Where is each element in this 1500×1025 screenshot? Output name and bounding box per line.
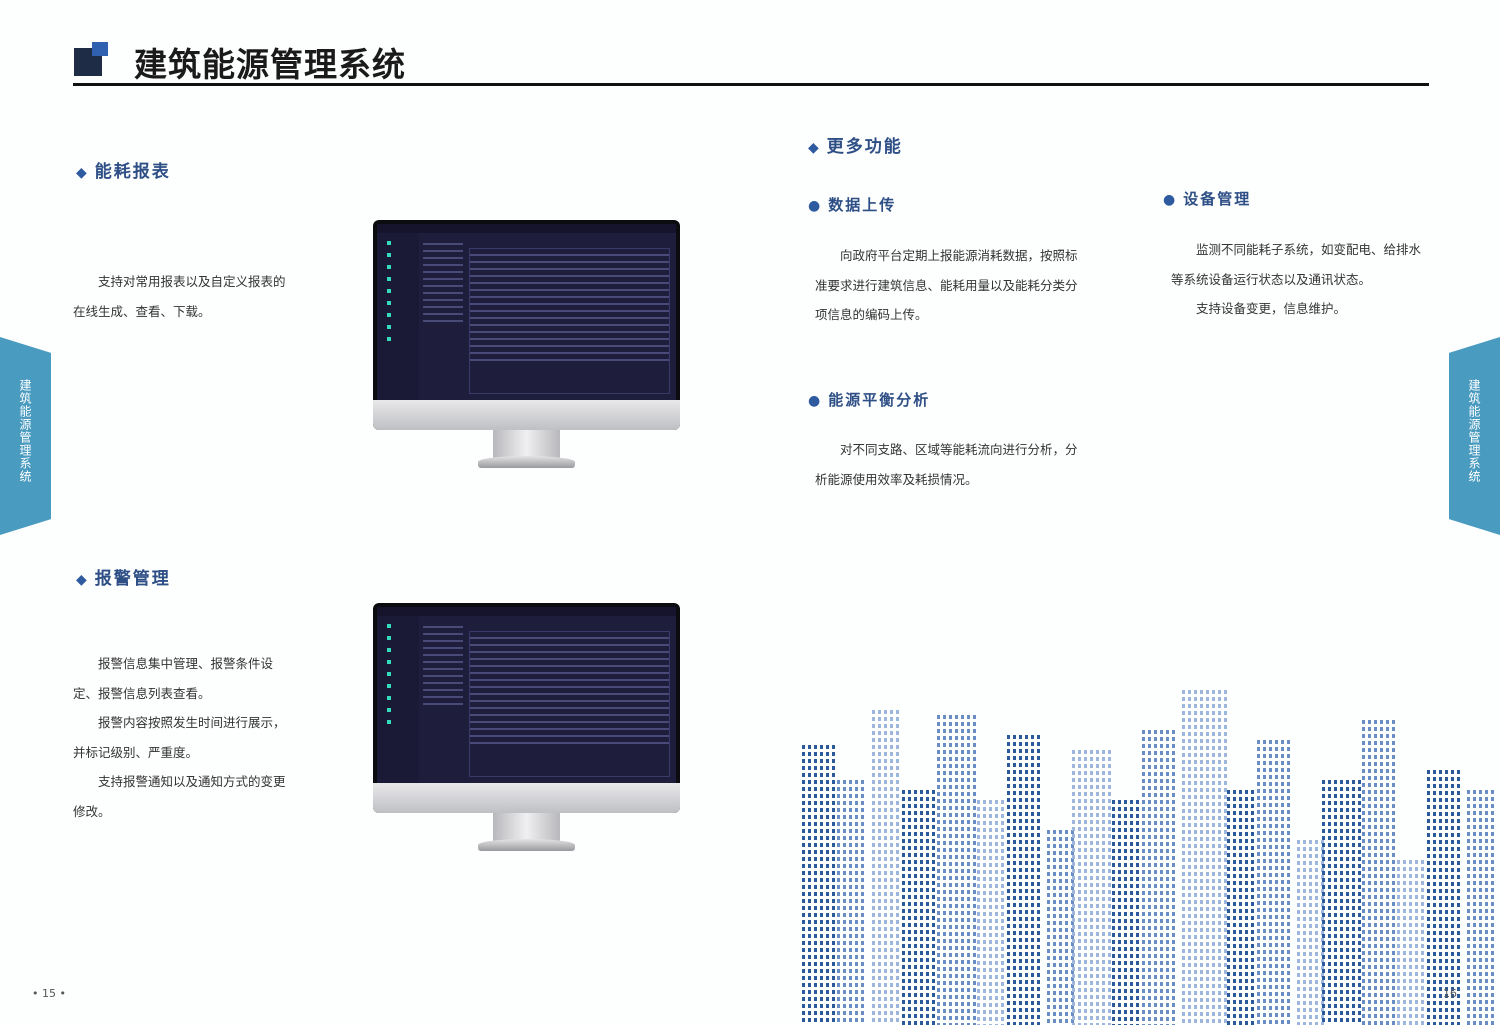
section-title: 设备管理 xyxy=(1183,190,1252,208)
paragraph-line: 准要求进行建筑信息、能耗用量以及能耗分类分 xyxy=(815,277,1078,293)
building xyxy=(1322,780,1361,1022)
section-title: 能源平衡分析 xyxy=(828,391,931,409)
paragraph-line: 等系统设备运行状态以及通讯状态。 xyxy=(1171,271,1372,287)
building xyxy=(837,780,864,1022)
paragraph-line: 定、报警信息列表查看。 xyxy=(73,685,211,701)
building xyxy=(977,800,1004,1025)
bullet-icon: ● xyxy=(808,198,823,214)
side-tab-left: 建筑能源管理系统 xyxy=(0,337,51,535)
paragraph-line: 项信息的编码上传。 xyxy=(815,307,928,322)
city-skyline-illustration xyxy=(802,690,1494,1025)
building xyxy=(1072,750,1111,1025)
section-alarm: ◆ 报警管理 xyxy=(76,564,171,589)
upload-text: 向政府平台定期上报能源消耗数据，按照标 准要求进行建筑信息、能耗用量以及能耗分类… xyxy=(815,241,1078,330)
building xyxy=(872,710,899,1022)
page-number-right: 16 xyxy=(1443,987,1457,1000)
paragraph-line: 支持报警通知以及通知方式的变更 xyxy=(98,774,286,789)
logo-icon xyxy=(74,42,110,76)
side-tab-label: 建筑能源管理系统 xyxy=(1467,379,1481,483)
paragraph-line: 并标记级别、严重度。 xyxy=(73,744,199,760)
page-title: 建筑能源管理系统 xyxy=(134,45,406,84)
section-energy-report: ◆ 能耗报表 xyxy=(76,157,171,182)
building xyxy=(802,745,835,1022)
building xyxy=(1427,770,1460,1025)
building xyxy=(1257,740,1290,1024)
section-more: ◆ 更多功能 xyxy=(808,132,903,157)
building xyxy=(937,715,976,1025)
title-divider xyxy=(73,83,1429,86)
section-title: 更多功能 xyxy=(826,137,903,157)
building xyxy=(1227,790,1254,1025)
building xyxy=(1397,860,1424,1025)
paragraph-line: 析能源使用效率及耗损情况。 xyxy=(815,471,978,487)
side-tab-label: 建筑能源管理系统 xyxy=(18,379,32,483)
diamond-icon: ◆ xyxy=(808,140,821,156)
section-title: 报警管理 xyxy=(94,569,171,589)
building xyxy=(1047,830,1074,1023)
paragraph-line: 报警信息集中管理、报警条件设 xyxy=(98,656,274,671)
energy-report-text: 支持对常用报表以及自定义报表的 在线生成、查看、下载。 xyxy=(73,267,286,326)
alarm-text: 报警信息集中管理、报警条件设 定、报警信息列表查看。 报警内容按照发生时间进行展… xyxy=(73,649,286,826)
paragraph-line: 支持设备变更，信息维护。 xyxy=(1196,301,1347,316)
paragraph-line: 修改。 xyxy=(73,803,111,819)
section-title: 能耗报表 xyxy=(94,162,171,182)
building xyxy=(1142,730,1175,1025)
building xyxy=(1297,840,1324,1025)
balance-text: 对不同支路、区域等能耗流向进行分析，分 析能源使用效率及耗损情况。 xyxy=(815,435,1078,494)
monitor-alarm-screenshot xyxy=(373,603,680,855)
section-device: ● 设备管理 xyxy=(1163,188,1251,209)
building xyxy=(1467,790,1494,1025)
diamond-icon: ◆ xyxy=(76,165,89,181)
building xyxy=(902,790,935,1025)
paragraph-line: 在线生成、查看、下载。 xyxy=(73,303,211,319)
paragraph-line: 对不同支路、区域等能耗流向进行分析，分 xyxy=(840,442,1078,457)
section-balance: ● 能源平衡分析 xyxy=(808,389,930,410)
monitor-report-screenshot xyxy=(373,220,680,472)
paragraph-line: 向政府平台定期上报能源消耗数据，按照标 xyxy=(840,248,1078,263)
paragraph-line: 报警内容按照发生时间进行展示， xyxy=(98,715,286,730)
building xyxy=(1112,800,1139,1025)
section-title: 数据上传 xyxy=(828,196,897,214)
bullet-icon: ● xyxy=(1163,192,1178,208)
side-tab-right: 建筑能源管理系统 xyxy=(1449,337,1500,535)
bullet-icon: ● xyxy=(808,393,823,409)
building xyxy=(1007,735,1040,1025)
paragraph-line: 支持对常用报表以及自定义报表的 xyxy=(98,274,286,289)
paragraph-line: 监测不同能耗子系统，如变配电、给排水 xyxy=(1196,242,1422,257)
building xyxy=(1362,720,1395,1025)
section-upload: ● 数据上传 xyxy=(808,194,896,215)
diamond-icon: ◆ xyxy=(76,572,89,588)
page-number-left: • 15 • xyxy=(32,987,66,1000)
building xyxy=(1182,690,1227,1023)
device-text: 监测不同能耗子系统，如变配电、给排水 等系统设备运行状态以及通讯状态。 支持设备… xyxy=(1171,235,1421,324)
